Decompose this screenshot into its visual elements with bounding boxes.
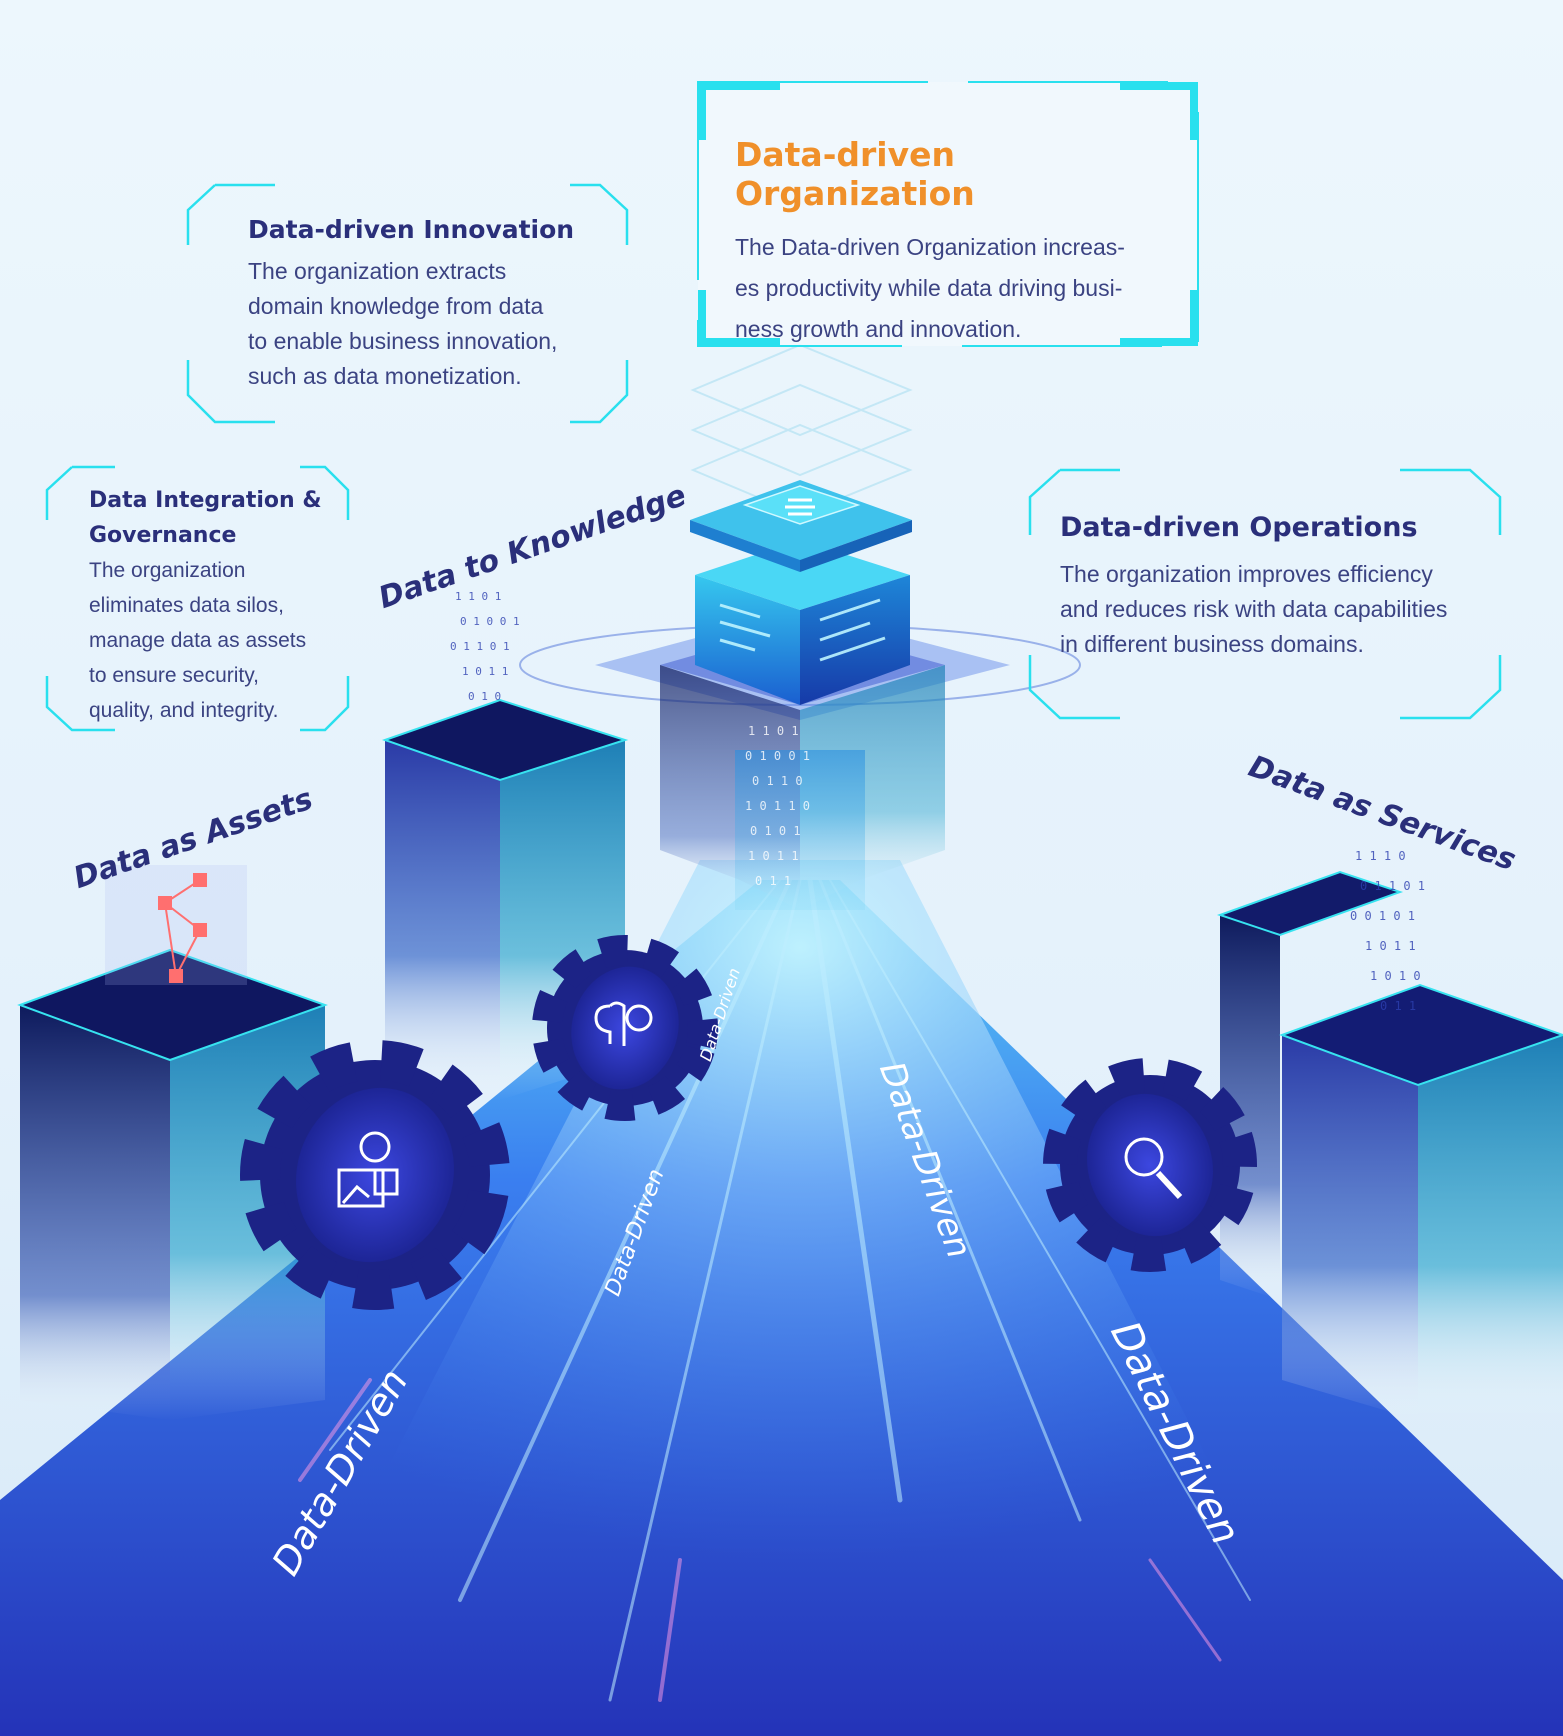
- svg-text:0 1 0 0 1: 0 1 0 0 1: [745, 749, 810, 763]
- organization-desc-3: ness growth and innovation.: [735, 316, 1022, 342]
- svg-text:1 1 1 0: 1 1 1 0: [1355, 849, 1406, 863]
- pillar-data-as-services: 1 1 1 0 0 1 1 0 1 0 0 1 0 1 1 0 1 1 1 0 1 …: [1216, 849, 1563, 1420]
- wrench-gear-icon: [1043, 1058, 1257, 1272]
- svg-text:0 1 1 0 1: 0 1 1 0 1: [450, 640, 510, 653]
- integration-desc-1: The organization: [89, 559, 246, 582]
- operations-desc-2: and reduces risk with data capabilities: [1060, 596, 1448, 622]
- integration-desc-4: to ensure security,: [89, 664, 260, 687]
- innovation-desc-1: The organization extracts: [248, 258, 507, 284]
- organization-title: Data-driven Organization: [735, 135, 975, 213]
- integration-desc-3: manage data as assets: [89, 629, 307, 652]
- svg-text:0 1 0 1: 0 1 0 1: [750, 824, 801, 838]
- svg-text:1 0 1 1: 1 0 1 1: [748, 849, 799, 863]
- svg-text:1 1 0 1: 1 1 0 1: [455, 590, 501, 603]
- integration-title-1: Data Integration &: [89, 488, 322, 513]
- organization-desc-2: es productivity while data driving busi-: [735, 275, 1123, 301]
- card-data-driven-innovation: Data-driven Innovation The organization …: [248, 215, 628, 394]
- svg-text:0 1 0: 0 1 0: [468, 690, 501, 703]
- organization-desc-1: The Data-driven Organization increas-: [735, 234, 1125, 260]
- svg-text:0 1 1: 0 1 1: [755, 874, 791, 888]
- operations-desc-1: The organization improves efficiency: [1060, 561, 1433, 587]
- media-gear-icon: [240, 1040, 510, 1310]
- card-frames: [45, 183, 1502, 732]
- svg-text:1 0 1 1 0: 1 0 1 1 0: [745, 799, 810, 813]
- svg-text:0 1 1 0: 0 1 1 0: [752, 774, 803, 788]
- svg-text:1 0 1 1: 1 0 1 1: [1365, 939, 1416, 953]
- innovation-desc-2: domain knowledge from data: [248, 293, 544, 319]
- network-cubes-icon: [105, 865, 247, 985]
- server-cube-icon: [690, 480, 912, 572]
- svg-text:0 1 1: 0 1 1: [1380, 999, 1416, 1013]
- organization-frame: [697, 81, 1199, 347]
- card-data-driven-organization: Data-driven Organization The Data-driven…: [735, 135, 1185, 350]
- innovation-title: Data-driven Innovation: [248, 215, 575, 244]
- integration-desc-5: quality, and integrity.: [89, 699, 279, 722]
- svg-text:1 0 1 0: 1 0 1 0: [1370, 969, 1421, 983]
- card-data-driven-operations: Data-driven Operations The organization …: [1060, 512, 1500, 662]
- innovation-desc-4: such as data monetization.: [248, 363, 522, 389]
- pillar-data-to-knowledge: 1 1 0 1 0 1 0 0 1 0 1 1 0 1 1 0 1 1 0 1 0: [381, 590, 629, 1100]
- innovation-desc-3: to enable business innovation,: [248, 328, 558, 354]
- integration-desc-2: eliminates data silos,: [89, 594, 284, 617]
- svg-text:1 1 0 1: 1 1 0 1: [748, 724, 799, 738]
- card-data-integration-governance: Data Integration & Governance The organi…: [89, 483, 349, 728]
- svg-text:1 0 1 1: 1 0 1 1: [462, 665, 508, 678]
- brain-gear-icon: [532, 935, 718, 1121]
- svg-text:0 0 1 0 1: 0 0 1 0 1: [1350, 909, 1415, 923]
- operations-desc-3: in different business domains.: [1060, 631, 1364, 657]
- data-road: [0, 860, 1563, 1736]
- svg-text:0 1 0 0 1: 0 1 0 0 1: [460, 615, 520, 628]
- integration-title-2: Governance: [89, 523, 237, 548]
- central-data-tower: 1 1 0 1 0 1 0 0 1 0 1 1 0 1 0 1 1 0 0 1 0 …: [519, 343, 1081, 910]
- operations-title: Data-driven Operations: [1060, 512, 1418, 543]
- svg-text:0 1 1 0 1: 0 1 1 0 1: [1360, 879, 1425, 893]
